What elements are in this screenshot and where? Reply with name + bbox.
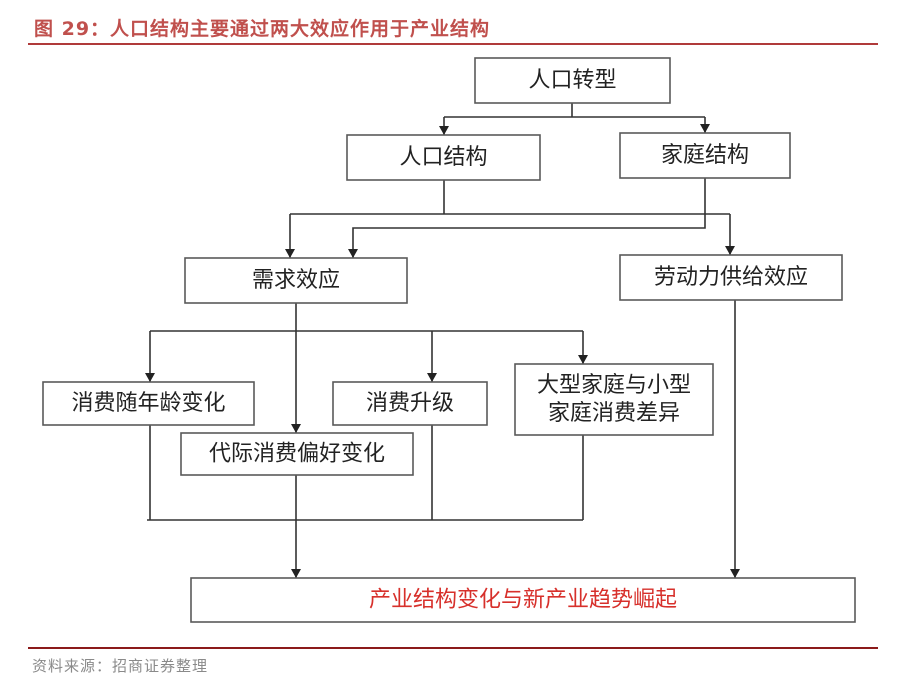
footer-divider (28, 647, 878, 649)
node-box (332, 381, 488, 426)
node-label: 劳动力供给效应 (654, 265, 808, 290)
node-label: 人口转型 (528, 68, 616, 93)
node-box (184, 257, 408, 304)
title-divider (28, 43, 878, 45)
node-box (180, 432, 414, 476)
node-industry-outcome: 产业结构变化与新产业趋势崛起 (190, 577, 856, 623)
node-intergenerational-preference: 代际消费偏好变化 (180, 432, 414, 476)
arrowhead-icon (145, 373, 155, 382)
node-label: 人口结构 (399, 145, 487, 170)
arrowhead-icon (439, 126, 449, 135)
arrowhead-icon (578, 355, 588, 364)
arrowhead-icon (427, 373, 437, 382)
node-label: 代际消费偏好变化 (209, 442, 385, 467)
source-note: 资料来源：招商证券整理 (32, 657, 209, 675)
node-box (514, 363, 714, 436)
node-demand-effect: 需求效应 (184, 257, 408, 304)
node-label: 大型家庭与小型 (537, 373, 691, 398)
node-box (474, 57, 671, 104)
arrowhead-icon (730, 569, 740, 578)
node-box (346, 134, 541, 181)
node-box (619, 254, 843, 301)
node-label: 家庭消费差异 (548, 401, 680, 426)
node-label: 家庭结构 (661, 143, 749, 168)
figure-title: 图 29：人口结构主要通过两大效应作用于产业结构 (34, 18, 491, 40)
node-consumption-upgrade: 消费升级 (332, 381, 488, 426)
node-population-transition: 人口转型 (474, 57, 671, 104)
node-consumption-by-age: 消费随年龄变化 (42, 381, 255, 426)
node-population-structure: 人口结构 (346, 134, 541, 181)
node-label: 产业结构变化与新产业趋势崛起 (369, 588, 677, 613)
arrowhead-icon (725, 246, 735, 255)
arrowhead-icon (291, 424, 301, 433)
edge-family-structure-route (352, 177, 706, 258)
node-label: 消费升级 (366, 391, 454, 416)
node-family-structure: 家庭结构 (619, 132, 791, 179)
node-label: 消费随年龄变化 (71, 391, 225, 416)
arrowhead-icon (285, 249, 295, 258)
node-box (619, 132, 791, 179)
arrowhead-icon (348, 249, 358, 258)
node-box (42, 381, 255, 426)
node-labor-supply-effect: 劳动力供给效应 (619, 254, 843, 301)
node-box (190, 577, 856, 623)
node-label: 需求效应 (252, 268, 340, 293)
arrowhead-icon (291, 569, 301, 578)
arrowhead-icon (700, 124, 710, 133)
